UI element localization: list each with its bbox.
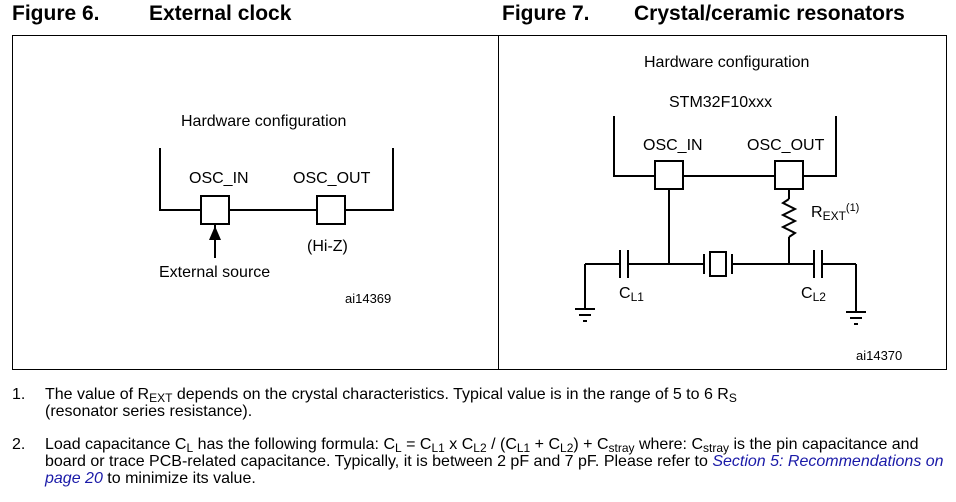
figure-6-panel: Hardware configuration OSC_IN OSC_OUT (H… (12, 35, 499, 370)
fig7-cl2-label: CL2 (801, 285, 826, 304)
crystal-resonator-diagram (575, 116, 866, 325)
osc-out-pin (316, 195, 346, 225)
note-1-number: 1. (12, 386, 26, 403)
figure-7-caption: Crystal/ceramic resonators (634, 2, 905, 25)
fig6-hw-config-label: Hardware configuration (181, 113, 347, 130)
fig7-code: ai14370 (856, 348, 903, 363)
fig6-external-source-label: External source (159, 264, 271, 281)
source-arrow-head (209, 226, 221, 240)
figure-7-number: Figure 7. (502, 2, 590, 25)
crystal-body (709, 251, 727, 277)
figure-6-caption: External clock (149, 2, 292, 25)
fig7-rext-label: REXT(1) (811, 202, 860, 223)
fig7-hw-config-label: Hardware configuration (644, 54, 810, 71)
external-clock-diagram (159, 148, 394, 258)
note-2-text: Load capacitance CL has the following fo… (45, 436, 944, 487)
figure-7-panel: Hardware configuration STM32F10xxx OSC_I… (498, 35, 947, 370)
note-2-number: 2. (12, 436, 26, 453)
fig6-osc-in-label: OSC_IN (189, 170, 249, 187)
fig7-osc-in-label: OSC_IN (643, 137, 703, 154)
figure-6-number: Figure 6. (12, 2, 100, 25)
osc-in-pin (654, 160, 684, 190)
fig6-osc-out-label: OSC_OUT (293, 170, 371, 187)
figure-6-title: Figure 6. External clock (12, 2, 291, 26)
section-5-link[interactable]: Section 5: Recommendations on page 20 (45, 453, 944, 487)
fig7-cl1-label: CL1 (619, 285, 644, 304)
fig6-code: ai14369 (345, 291, 392, 306)
rext-resistor (780, 198, 798, 238)
fig7-chip-label: STM32F10xxx (669, 94, 773, 111)
figure-7-title: Figure 7. Crystal/ceramic resonators (502, 2, 905, 26)
chip-outline (613, 116, 837, 177)
fig6-hiz-label: (Hi-Z) (307, 238, 348, 255)
osc-in-pin (200, 195, 230, 225)
fig7-osc-out-label: OSC_OUT (747, 137, 825, 154)
chip-outline (159, 148, 394, 211)
osc-out-pin (774, 160, 804, 190)
note-1-text: The value of REXT depends on the crystal… (45, 386, 737, 420)
